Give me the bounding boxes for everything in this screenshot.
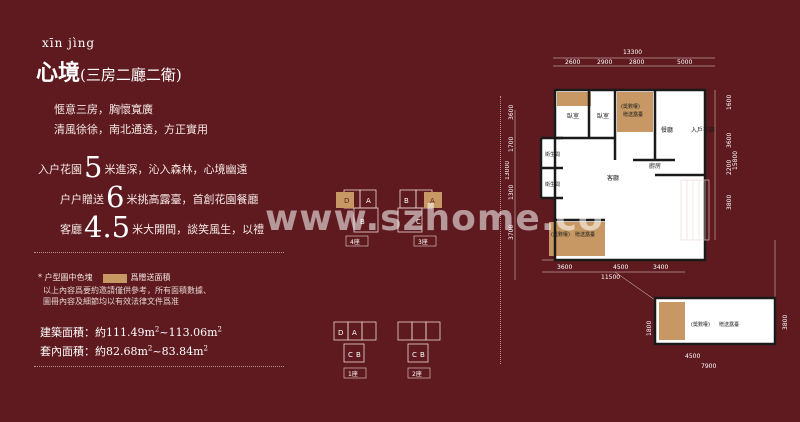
intro-line-1: 愜意三房，胸懷寬廣	[54, 103, 153, 116]
intro-text: 愜意三房，胸懷寬廣 清風徐徐，南北通透，方正實用	[54, 100, 208, 140]
feature-suffix: 米挑高露臺，首創花園餐廳	[126, 193, 259, 206]
feature-suffix: 米大開間，談笑風生，以禮	[132, 223, 265, 236]
dim-label: 15800	[732, 151, 739, 170]
room-label: (奬數權)	[621, 103, 640, 110]
disclaimer-line-2: 圖冊內容及細節均以有效法律文件爲准	[43, 297, 179, 306]
build-area-max: ~113.06m	[159, 326, 218, 339]
dim-label: 3400	[653, 264, 668, 271]
room-label: 客廳	[607, 174, 619, 182]
legend-meaning: 爲贈送面積	[130, 273, 171, 282]
feature-number: 4.5	[84, 210, 131, 244]
dim-label: 1700	[508, 137, 515, 152]
room-label: 餐廳	[661, 126, 673, 134]
keyplan-letter: C	[348, 351, 353, 359]
feature-prefix: 户户贈送	[60, 193, 104, 206]
dim-label: 11500	[601, 274, 620, 281]
room-label: 入戶花園	[691, 126, 715, 134]
inner-area: 套內面積：約82.68m2~83.84m2	[40, 343, 208, 359]
dim-label: 13300	[623, 49, 642, 56]
room-label: 臥室	[567, 112, 579, 120]
dim-label: 3800	[726, 195, 733, 210]
dim-label: 3600	[726, 133, 733, 148]
dim-label: 2900	[597, 59, 612, 66]
dim-label: 4500	[685, 353, 700, 360]
keyplan-letter: A	[366, 197, 371, 205]
room-label: 廚房	[649, 162, 661, 170]
dim-label: 5000	[677, 59, 692, 66]
feature-number: 5	[84, 150, 103, 184]
dim-label: 2800	[629, 59, 644, 66]
unit-exponent: 2	[217, 325, 222, 334]
feature-prefix: 入户花園	[38, 163, 82, 176]
build-area: 建築面積：約111.49m2~113.06m2	[40, 324, 222, 340]
pinyin-label: xīn jìng	[42, 36, 96, 50]
unit-exponent: 2	[154, 325, 160, 334]
keyplan-letter: C	[412, 351, 417, 359]
page-title: 心境(三房二廳二衛)	[36, 55, 182, 87]
keyplan-label: 1座	[348, 370, 358, 378]
disclaimer-line-1: 以上內容爲要約邀請僅供參考，所有面積數據、	[43, 286, 211, 295]
feature-number: 6	[106, 180, 125, 214]
keyplan-letter: A	[430, 197, 435, 205]
title-name: 心境	[36, 60, 81, 86]
keyplan-letter: D	[338, 329, 343, 337]
keyplan-top: D A B C B A 4座 3座	[336, 189, 442, 247]
inner-area-max: ~83.84m	[152, 345, 204, 358]
disclaimer: 以上內容爲要約邀請僅供參考，所有面積數據、 圖冊內容及細節均以有效法律文件爲准	[43, 285, 211, 307]
room-label: (奬數權)	[551, 231, 570, 238]
title-subtitle: (三房二廳二衛)	[80, 66, 182, 84]
keyplan-label: 3座	[418, 238, 428, 246]
unit-exponent: 2	[203, 344, 208, 353]
keyplan-label: 2座	[412, 370, 422, 378]
inner-area-label: 套內面積：約82.68m	[40, 345, 148, 358]
room-label: 贈送露臺	[719, 321, 739, 328]
keyplan-letter: B	[360, 218, 365, 226]
legend-swatch	[102, 273, 127, 283]
keyplan-letter: B	[420, 351, 425, 359]
dim-label: 13000	[505, 161, 511, 180]
keyplan-letter: D	[344, 197, 349, 205]
dim-label: 1800	[646, 321, 653, 336]
room-label: (奬數權)	[691, 321, 710, 328]
dim-label: 3600	[508, 105, 515, 120]
dim-label: 3600	[557, 264, 572, 271]
divider-line	[500, 96, 501, 364]
dim-label: 3800	[782, 315, 789, 330]
unit-exponent: 2	[147, 344, 153, 353]
feature-suffix: 米進深，沁入森林，心境幽遠	[104, 163, 248, 176]
build-area-label: 建築面積：約111.49m	[40, 326, 155, 339]
dim-label: 7900	[701, 363, 716, 370]
keyplan-letter: B	[356, 351, 361, 359]
watermark: www.szhome.com	[265, 198, 643, 239]
separator	[34, 366, 284, 367]
keyplan-bottom: D A C B C B 1座 2座	[333, 321, 441, 379]
room-label: 衛生間	[545, 181, 560, 188]
keyplan-label: 4座	[350, 238, 360, 246]
feature-prefix: 客廳	[60, 223, 82, 236]
dim-label: 2600	[565, 59, 580, 66]
intro-line-2: 清風徐徐，南北通透，方正實用	[54, 123, 208, 136]
dim-label: 1600	[726, 95, 733, 110]
room-label: 贈送露臺	[623, 111, 643, 118]
dim-label: 3700	[508, 225, 515, 240]
legend-label: * 户型圖中色塊	[38, 273, 93, 282]
room-label: 衛生間	[545, 151, 560, 158]
keyplan-letter: B	[404, 197, 409, 205]
dim-label: 2200	[726, 160, 733, 175]
legend: * 户型圖中色塊 爲贈送面積	[38, 272, 171, 283]
dim-label: 4500	[613, 264, 628, 271]
room-label: 贈送露臺	[575, 231, 595, 238]
separator	[34, 252, 284, 253]
keyplan-letter: C	[416, 218, 421, 226]
dim-label: 1300	[508, 185, 515, 200]
room-label: 臥室	[597, 112, 609, 120]
keyplan-letter: A	[352, 329, 357, 337]
floor-plan: 13300 2600 2900 2800 5000 3600 4500 3400…	[505, 49, 789, 370]
